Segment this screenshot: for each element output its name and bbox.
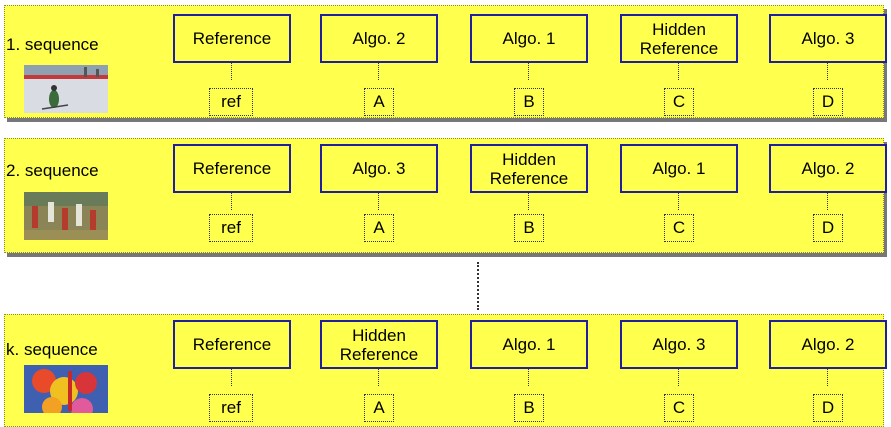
video-thumbnail-ski [24,65,108,113]
stimulus-box: Algo. 2 [769,320,887,369]
video-thumbnail-football [24,192,108,240]
label-box: A [364,394,394,422]
connector-line [528,63,529,80]
connector-line [528,193,529,210]
stimulus-box: Algo. 3 [320,144,438,193]
label-box: B [514,394,544,422]
stimulus-box: Hidden Reference [620,14,738,63]
stimulus-box: Reference [173,320,291,369]
stimulus-box: Reference [173,14,291,63]
stimulus-box: Hidden Reference [320,320,438,369]
stimulus-box: Hidden Reference [470,144,588,193]
label-box: ref [209,88,253,116]
label-box: D [813,394,843,422]
label-box: C [664,88,694,116]
sequence-row-2: 2. sequence [4,138,884,253]
stimulus-box: Algo. 3 [769,14,887,63]
connector-line [378,369,379,386]
connector-line [678,369,679,386]
sequence-label: 2. sequence [6,161,99,180]
connector-line [231,369,232,386]
label-box: C [664,394,694,422]
label-box: ref [209,214,253,242]
label-box: D [813,88,843,116]
stimulus-box: Algo. 1 [470,320,588,369]
connector-line [378,63,379,80]
sequence-row-k: k. sequence [4,314,884,427]
connector-line [678,63,679,80]
label-box: A [364,88,394,116]
connector-line [827,369,828,386]
ellipsis-dots [477,262,479,310]
sequence-label: 1. sequence [6,35,99,54]
stimulus-box: Algo. 1 [620,144,738,193]
connector-line [827,63,828,80]
connector-line [528,369,529,386]
stimulus-box: Algo. 1 [470,14,588,63]
stimulus-box: Algo. 2 [769,144,887,193]
label-box: ref [209,394,253,422]
label-box: D [813,214,843,242]
stimulus-box: Algo. 3 [620,320,738,369]
stimulus-box: Algo. 2 [320,14,438,63]
label-box: A [364,214,394,242]
connector-line [231,63,232,80]
label-box: B [514,214,544,242]
sequence-label: k. sequence [6,340,98,359]
sequence-row-1: 1. sequence [4,5,884,118]
connector-line [231,193,232,210]
connector-line [678,193,679,210]
video-thumbnail-flowers [24,365,108,413]
label-box: B [514,88,544,116]
stimulus-box: Reference [173,144,291,193]
connector-line [378,193,379,210]
connector-line [827,193,828,210]
label-box: C [664,214,694,242]
